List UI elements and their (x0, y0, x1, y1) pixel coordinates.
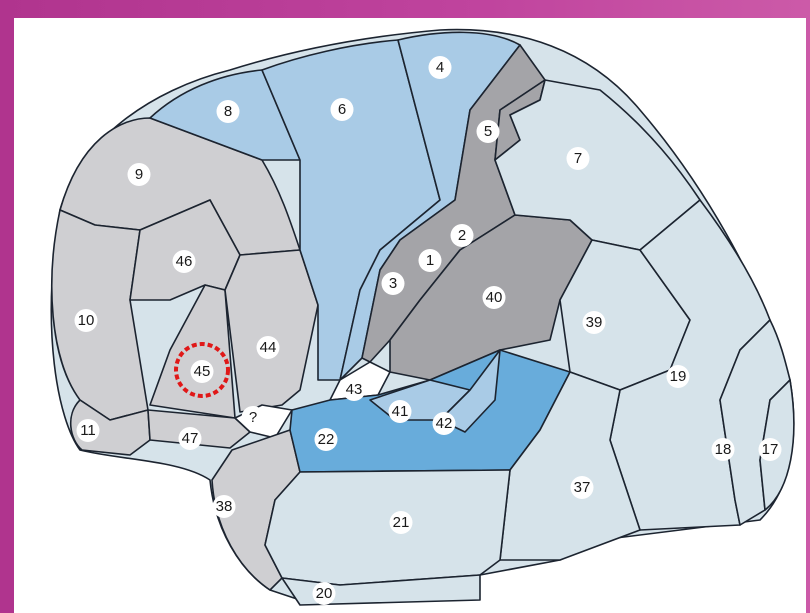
label-area-9: 9 (135, 166, 143, 183)
label-area-42: 42 (436, 415, 453, 432)
label-area-40: 40 (486, 289, 503, 306)
label-area-11: 11 (80, 422, 96, 439)
label-area-38: 38 (216, 498, 233, 515)
label-area-3: 3 (389, 275, 397, 292)
label-area-7: 7 (574, 150, 582, 167)
label-area-20: 20 (316, 585, 333, 602)
label-area-unknown: ? (249, 409, 257, 426)
label-area-1: 1 (426, 252, 434, 269)
label-area-37: 37 (574, 479, 591, 496)
label-area-6: 6 (338, 101, 346, 118)
label-area-5: 5 (484, 123, 492, 140)
label-area-18: 18 (715, 441, 732, 458)
area-21-region (265, 470, 510, 585)
label-area-22: 22 (318, 431, 335, 448)
label-area-41: 41 (392, 403, 409, 420)
label-area-44: 44 (260, 339, 277, 356)
label-area-2: 2 (458, 227, 466, 244)
label-area-39: 39 (586, 314, 603, 331)
label-area-10: 10 (78, 312, 95, 329)
label-area-8: 8 (224, 103, 232, 120)
label-area-47: 47 (182, 430, 199, 447)
label-area-46: 46 (176, 253, 193, 270)
label-area-21: 21 (393, 514, 410, 531)
label-area-19: 19 (670, 368, 687, 385)
label-area-4: 4 (436, 59, 444, 76)
label-area-45: 45 (194, 363, 211, 380)
label-area-17: 17 (762, 441, 779, 458)
label-area-43: 43 (346, 381, 363, 398)
